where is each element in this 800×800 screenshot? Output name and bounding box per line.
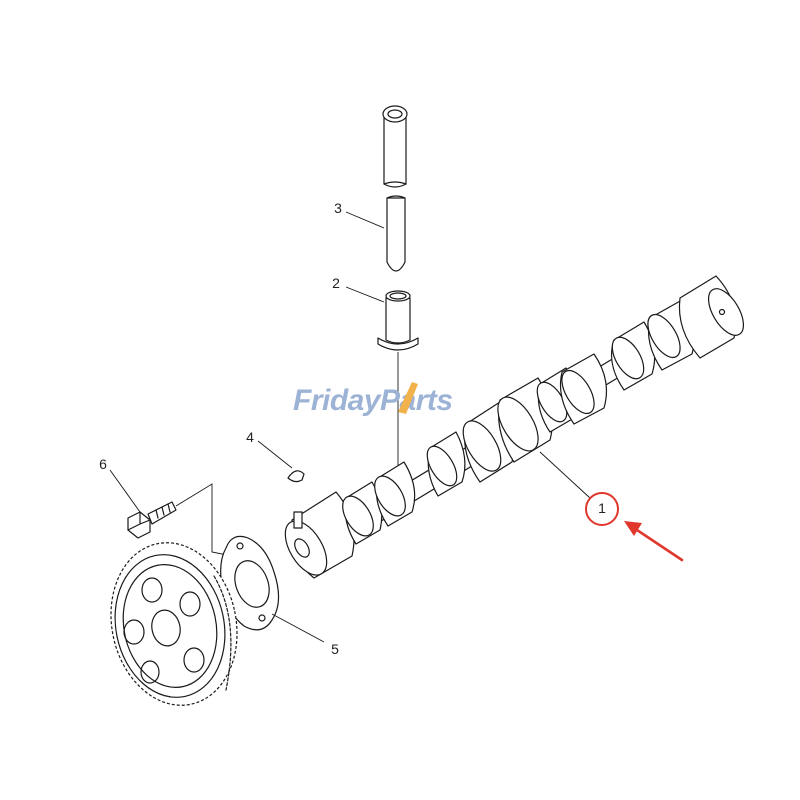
callout-labels: 3 2 4 6 5 1: [99, 200, 606, 657]
gear-bolt: [127, 501, 177, 539]
callout-3: 3: [334, 200, 342, 216]
callout-1: 1: [598, 500, 606, 516]
callout-1-highlight: [585, 492, 684, 562]
woodruff-key: [287, 470, 305, 483]
callout-6: 6: [99, 456, 107, 472]
leader-lines: [109, 211, 591, 643]
callout-5: 5: [331, 641, 339, 657]
camshaft: [284, 275, 745, 579]
svg-text:FridayParts: FridayParts: [293, 384, 453, 417]
watermark-text-part2: Parts: [380, 384, 453, 417]
watermark-text-part1: Friday: [293, 384, 382, 417]
valve-lifter: [377, 290, 419, 351]
watermark-logo: FridayParts: [293, 382, 453, 417]
watermark-swoosh-icon: [398, 382, 418, 414]
camshaft-gear: [110, 542, 238, 706]
assembly-line: [175, 483, 233, 557]
arrow-icon: [624, 521, 684, 562]
callout-4: 4: [246, 429, 254, 445]
callout-2: 2: [332, 275, 340, 291]
push-rod: [382, 105, 408, 272]
